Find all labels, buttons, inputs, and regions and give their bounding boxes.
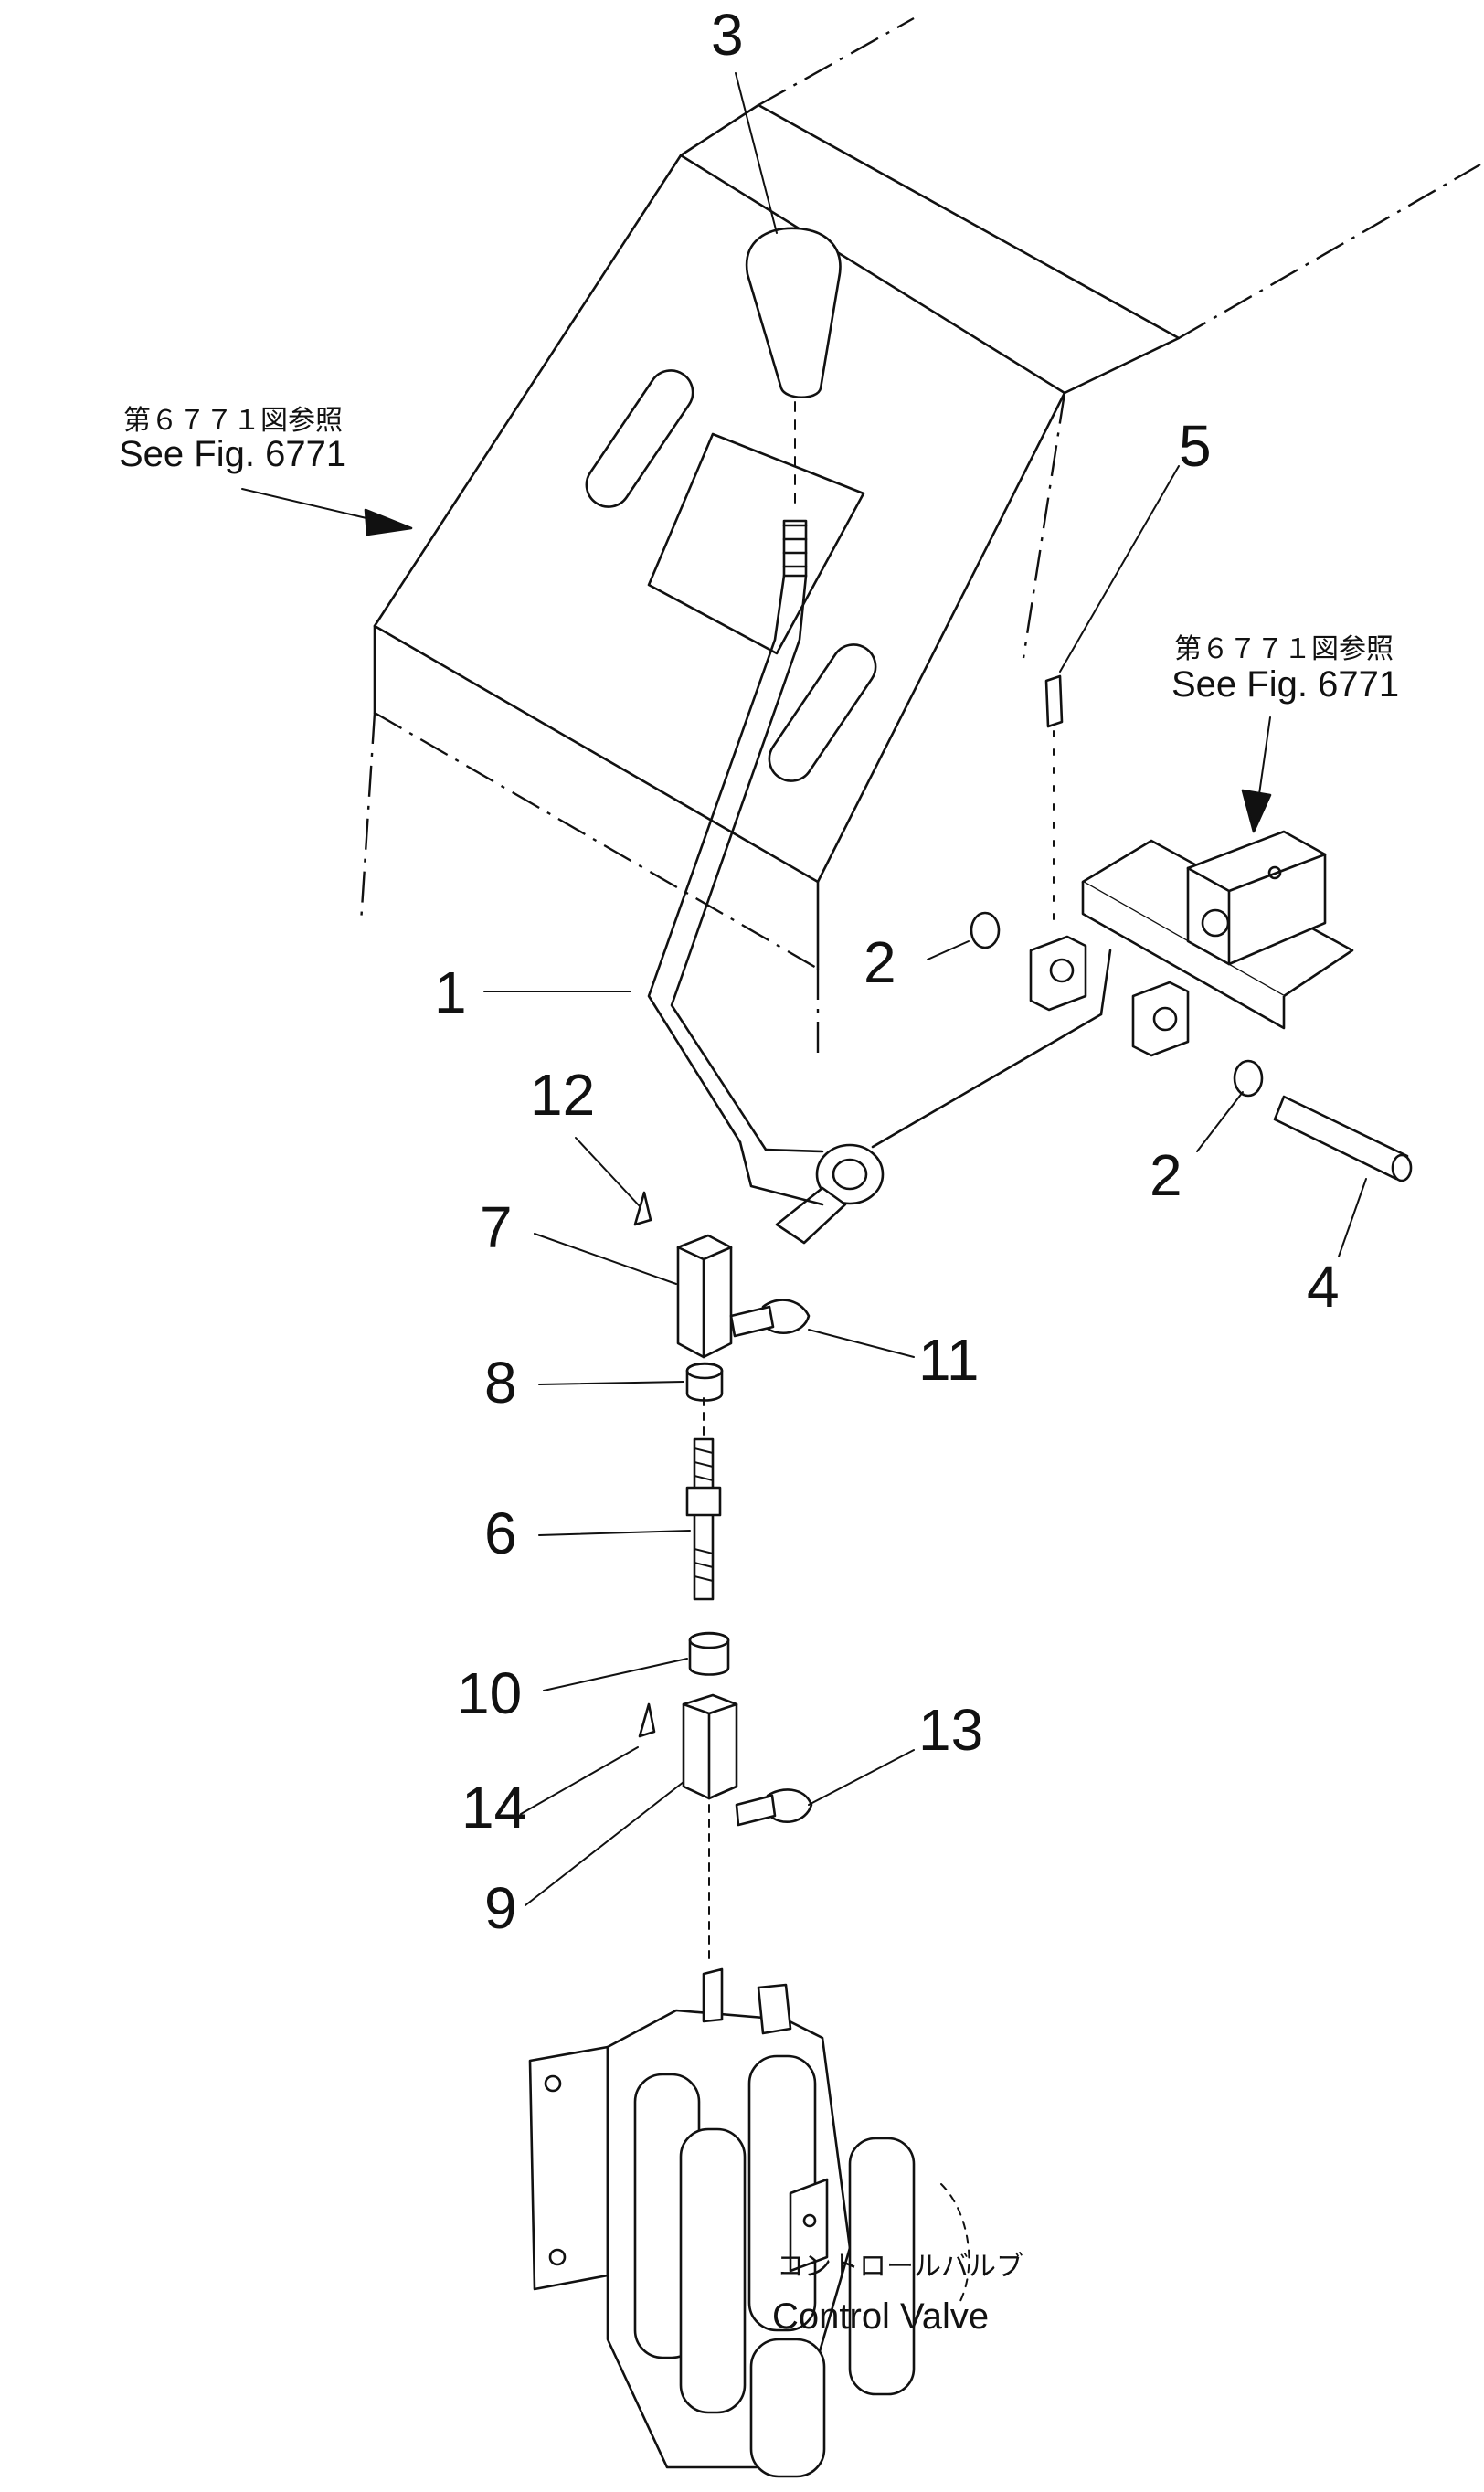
callout-9: 9 bbox=[484, 1875, 517, 1941]
callout-labels: 3 1 2 2 4 5 6 7 8 9 10 11 12 13 14 bbox=[434, 2, 1340, 1941]
bushings bbox=[970, 911, 1264, 1098]
console-housing bbox=[359, 16, 1481, 1060]
callout-12: 12 bbox=[530, 1062, 595, 1128]
pin-5 bbox=[1044, 674, 1064, 933]
control-valve-en: Control Valve bbox=[772, 2296, 989, 2337]
lower-linkage bbox=[638, 1631, 813, 1966]
callout-8: 8 bbox=[484, 1350, 517, 1416]
left-reference-jp: 第６７７１図参照 bbox=[123, 405, 343, 437]
shift-lever bbox=[647, 519, 1112, 1245]
right-reference-jp: 第６７７１図参照 bbox=[1174, 633, 1394, 665]
leader-lines bbox=[241, 72, 1367, 1906]
callout-3: 3 bbox=[711, 2, 744, 68]
callout-7: 7 bbox=[480, 1194, 513, 1260]
callout-13: 13 bbox=[918, 1697, 983, 1763]
reference-notes: 第６７７１図参照 See Fig. 6771 第６７７１図参照 See Fig.… bbox=[119, 405, 1399, 2337]
callout-2b: 2 bbox=[1150, 1142, 1182, 1208]
mounting-bracket bbox=[1029, 830, 1354, 1057]
callout-11: 11 bbox=[918, 1327, 979, 1393]
callout-14: 14 bbox=[461, 1775, 526, 1840]
right-reference-en: See Fig. 6771 bbox=[1171, 664, 1399, 705]
left-reference-en: See Fig. 6771 bbox=[119, 434, 346, 474]
shift-knob bbox=[745, 227, 842, 504]
callout-2a: 2 bbox=[864, 929, 896, 995]
upper-linkage bbox=[633, 1191, 811, 1402]
callout-10: 10 bbox=[457, 1660, 522, 1726]
control-valve-jp: コントロールバルブ bbox=[777, 2251, 1023, 2283]
callout-4: 4 bbox=[1307, 1254, 1340, 1320]
control-valve bbox=[528, 1967, 970, 2478]
callout-1: 1 bbox=[434, 960, 467, 1025]
callout-5: 5 bbox=[1179, 413, 1212, 479]
adjusting-rod bbox=[685, 1397, 722, 1601]
callout-6: 6 bbox=[484, 1501, 517, 1566]
pin-4 bbox=[1273, 1095, 1413, 1182]
